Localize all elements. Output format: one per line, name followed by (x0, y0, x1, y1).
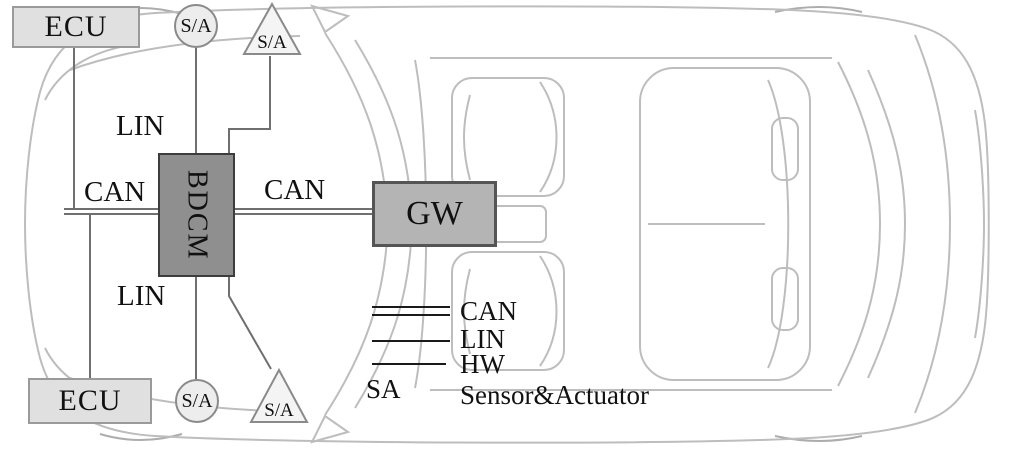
sensor-actuator-circle-top: S/A (174, 4, 218, 48)
legend-hw-line-sample (372, 363, 446, 365)
ecu-node-bottom-label: ECU (58, 384, 122, 417)
bdcm-node-label: BDCM (181, 169, 213, 261)
can-label-center: CAN (264, 174, 326, 206)
legend-lin-label: LIN (460, 324, 505, 354)
sensor-actuator-triangle-bottom: S/A (249, 368, 309, 424)
triangle-bottom-link-line (228, 277, 272, 370)
sensor-actuator-triangle-top: S/A (242, 2, 302, 56)
triangle-shape-bottom (249, 368, 309, 423)
ecu-node-bottom: ECU (28, 378, 152, 424)
lin-label-top: LIN (116, 110, 165, 142)
triangle-top-link-line (228, 56, 271, 153)
triangle-shape-top (242, 2, 302, 55)
sa-circle-top-label: S/A (180, 14, 212, 37)
sa-triangle-top-label: S/A (257, 32, 287, 53)
bdcm-node: BDCM (158, 153, 235, 277)
sa-circle-bottom-label: S/A (181, 389, 213, 412)
legend-sa-abbrev: SA (366, 374, 401, 404)
lin-label-bottom: LIN (117, 280, 166, 312)
ecu-node-top: ECU (12, 6, 140, 48)
sa-triangle-bottom-label: S/A (264, 400, 294, 421)
legend-sa-meaning: Sensor&Actuator (460, 380, 649, 410)
ecu-node-top-label: ECU (44, 10, 108, 43)
legend-hw-label: HW (460, 349, 505, 379)
legend-can-line-sample (372, 306, 450, 316)
sensor-actuator-circle-bottom: S/A (175, 379, 219, 423)
legend-lin-line-sample (372, 340, 450, 342)
can-label-left: CAN (84, 176, 146, 208)
legend-can-label: CAN (460, 296, 518, 326)
gateway-node-label: GW (406, 195, 463, 232)
gateway-node: GW (372, 181, 497, 247)
